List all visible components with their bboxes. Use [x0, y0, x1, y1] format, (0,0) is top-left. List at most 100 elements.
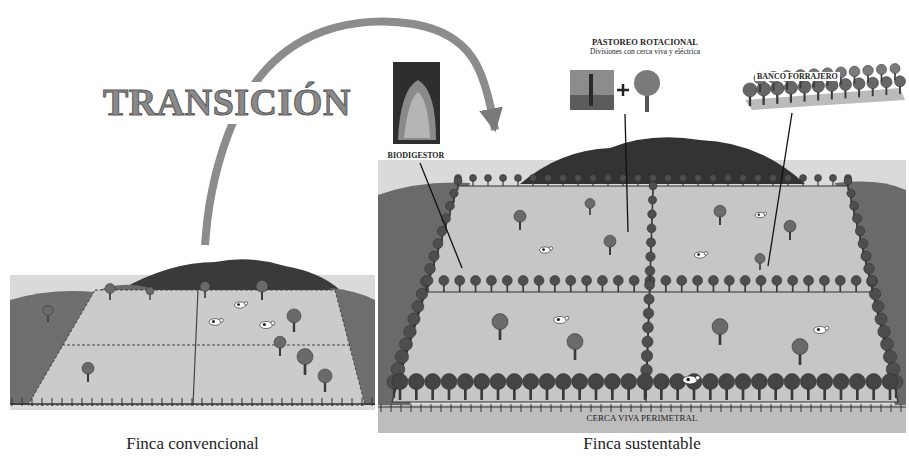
tree-crown [105, 284, 115, 294]
tree-crown [800, 174, 807, 181]
tree-crown [439, 276, 449, 286]
fence-post [421, 404, 422, 412]
tree-crown [890, 64, 900, 74]
tree-crown [653, 374, 669, 390]
tree-crown [412, 301, 424, 313]
fence-post [451, 404, 452, 412]
fence-post [252, 398, 253, 406]
tree-crown [492, 314, 508, 330]
photo-frame [570, 70, 614, 110]
tree-crown [751, 374, 767, 390]
fence-post [851, 404, 852, 412]
fence [193, 290, 198, 405]
tree-crown [858, 239, 868, 249]
tree-crown [768, 374, 784, 390]
tree-crown [851, 276, 861, 286]
fence-post [232, 398, 233, 406]
tree-crown [804, 276, 814, 286]
fence-post [681, 404, 682, 412]
tree-crown [867, 276, 877, 286]
tree-crown [784, 374, 800, 390]
fence-post [262, 398, 263, 406]
tree-crown [650, 174, 657, 181]
tree-crown [621, 374, 637, 390]
cow-body [694, 252, 705, 258]
tree-crown [604, 374, 620, 390]
fence-post [82, 398, 83, 406]
callout-title: PASTOREO ROTACIONAL [592, 38, 698, 48]
cow-head [825, 326, 829, 330]
tree-crown [502, 276, 512, 286]
fence-post [441, 404, 442, 412]
farm-panel: Finca convencional [10, 245, 375, 458]
fence-post [571, 404, 572, 412]
fence-post [641, 404, 642, 412]
tree-crown [647, 224, 656, 233]
tree-crown [146, 287, 154, 295]
fence-post [661, 404, 662, 412]
callout-box: BIODIGESTOR [380, 60, 452, 161]
fence-post [591, 404, 592, 412]
cow-body [755, 212, 765, 217]
fence-post [352, 398, 353, 406]
tree-crown [454, 177, 462, 185]
fence-post [162, 398, 163, 406]
tree-crown [800, 374, 816, 390]
tree-crown [714, 205, 726, 217]
tree-crown [534, 276, 544, 286]
fence-post [312, 398, 313, 406]
sustainable-farm [378, 137, 906, 433]
fence-post [362, 398, 363, 406]
fence-post [272, 398, 273, 406]
tree-crown [637, 374, 653, 390]
fence-post [881, 404, 882, 412]
tree-crown [850, 202, 859, 211]
fence-post [431, 404, 432, 412]
tree-crown [486, 276, 496, 286]
biodigester-bag [398, 80, 436, 140]
fence-post [52, 398, 53, 406]
tree-crown [855, 226, 865, 236]
mountain [120, 259, 340, 290]
fence-post [391, 404, 392, 412]
cow-body [260, 321, 273, 328]
ground [10, 275, 375, 410]
tree-crown [788, 276, 798, 286]
fence-post [551, 404, 552, 412]
tree-crown [644, 294, 654, 304]
tree-crown [878, 325, 891, 338]
fence-post [322, 398, 323, 406]
fence-post [521, 404, 522, 412]
fence-post [861, 404, 862, 412]
tree-crown [560, 174, 567, 181]
cow-body [683, 376, 697, 384]
tree-crown [740, 276, 750, 286]
cow-spot [212, 320, 215, 323]
fence-post [32, 398, 33, 406]
fence-post [92, 398, 93, 406]
fence-post [691, 404, 692, 412]
fence-post [22, 398, 23, 406]
tree-crown [648, 196, 656, 204]
tree-crown [882, 374, 898, 390]
cow-spot [697, 253, 700, 256]
cow-body [209, 319, 221, 326]
tree-crown [416, 288, 427, 299]
fence-post [102, 398, 103, 406]
tree-crown [830, 174, 837, 181]
tree-crown [849, 66, 860, 77]
fence-posts [12, 398, 372, 406]
fence-post [531, 404, 532, 412]
fence-post [791, 404, 792, 412]
tree-crown [429, 251, 439, 261]
fence-post [761, 404, 762, 412]
fence-post [461, 404, 462, 412]
tree-crown [661, 276, 671, 286]
tree-crown [423, 276, 433, 286]
tree-crown [646, 252, 655, 261]
tree-crown [490, 374, 506, 390]
tree-crown [755, 174, 762, 181]
ground [378, 160, 906, 410]
